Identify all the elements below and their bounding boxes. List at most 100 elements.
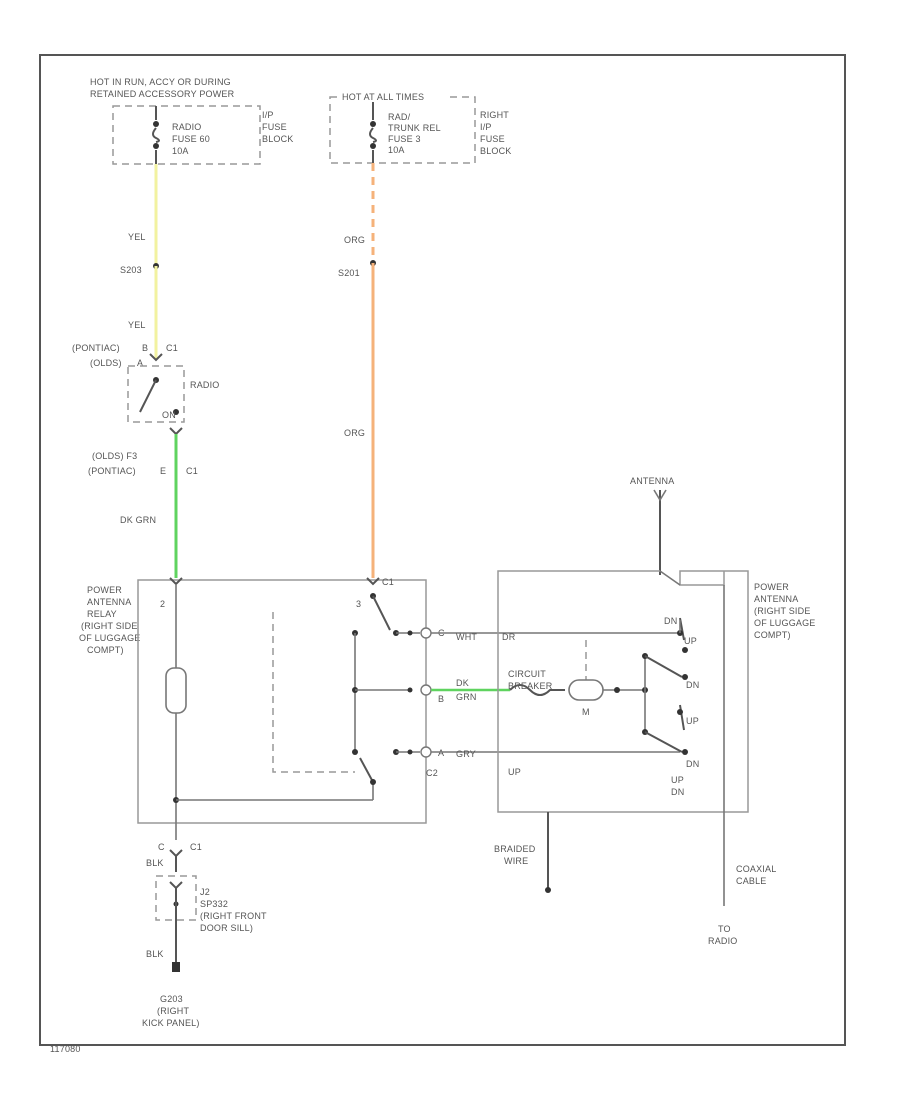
- lower-limit-blade: [644, 731, 683, 753]
- radio-switch-blade: [139, 379, 157, 413]
- motor-title-4: OF LUGGAGE: [754, 618, 816, 628]
- radio-connector-c1-lower: C1: [186, 466, 198, 476]
- connector-arrow-bottom: [169, 427, 183, 436]
- pin-b-terminal: [420, 684, 432, 696]
- up-dn-label-1: UP: [671, 775, 684, 785]
- ground-wire-label-2: BLK: [146, 949, 164, 959]
- dn-switch-contact: [679, 704, 685, 731]
- braided-label-1: BRAIDED: [494, 844, 536, 854]
- pin-c-terminal: [420, 627, 432, 639]
- ground-id: G203: [160, 994, 183, 1004]
- footer-code: 117080: [50, 1044, 81, 1054]
- switch-dn-1: DN: [664, 616, 677, 626]
- relay-pin-b: B: [438, 694, 444, 704]
- up-dn-label-2: DN: [671, 787, 684, 797]
- ground-connector-j2: J2: [200, 887, 210, 897]
- diagram-frame: [39, 54, 846, 1046]
- right-block-label-4: BLOCK: [480, 146, 512, 156]
- left-fuse-element: [152, 106, 160, 164]
- ground-wire-label-1: BLK: [146, 858, 164, 868]
- motor-label: M: [582, 707, 590, 717]
- right-fuse-header-bg: [338, 92, 450, 102]
- left-fuse-block: HOT IN RUN, ACCY OR DURING RETAINED ACCE…: [90, 77, 294, 165]
- yellow-wire-label-1: YEL: [128, 232, 146, 242]
- up-wire-label: UP: [508, 767, 521, 777]
- relay-coil: [165, 667, 187, 714]
- motor-title-3: (RIGHT SIDE: [754, 606, 811, 616]
- motor-body: [568, 679, 604, 701]
- limit-contact-3: [682, 674, 688, 680]
- right-fuse-dot-bottom: [370, 143, 376, 149]
- relay-title-6: COMPT): [87, 645, 124, 655]
- radio-connector-c1: C1: [166, 343, 178, 353]
- motor-title-1: POWER: [754, 582, 789, 592]
- limit-contact-4: [677, 709, 683, 715]
- right-fuse-name-4: 10A: [388, 145, 405, 155]
- braided-label-2: WIRE: [504, 856, 528, 866]
- upper-limit-blade: [644, 655, 683, 678]
- pontiac-pin-2: E: [160, 466, 166, 476]
- relay-in-arrow-right: [366, 577, 380, 586]
- upper-switch-blade: [372, 595, 391, 631]
- relay-connector-c2: C2: [426, 768, 438, 778]
- motor-title-2: ANTENNA: [754, 594, 798, 604]
- limit-contact-5: [682, 749, 688, 755]
- splice-s203-label: S203: [120, 265, 142, 275]
- right-feed-circuit: ORG S201 ORG: [338, 163, 376, 578]
- ground-connector-box: [155, 875, 197, 921]
- relay-title-1: POWER: [87, 585, 122, 595]
- left-block-label-2: FUSE: [262, 122, 287, 132]
- relay-pin-bottom-c: C: [158, 842, 165, 852]
- radio-label: RADIO: [190, 380, 220, 390]
- ground-connector-arrow: [169, 881, 183, 890]
- ground-location-1: (RIGHT FRONT: [200, 911, 267, 921]
- pontiac-label-2: (PONTIAC): [88, 466, 136, 476]
- right-fuse-header: HOT AT ALL TIMES: [342, 92, 424, 102]
- oldsmobile-pin: A: [137, 358, 143, 368]
- relay-out-arrow: [169, 849, 183, 858]
- relay-pin-3: 3: [356, 599, 361, 609]
- pin-c-dot: [407, 630, 413, 636]
- radio-on-label: ON: [162, 410, 176, 420]
- ground-circuit: BLK J2 SP332 (RIGHT FRONT DOOR SILL) BLK…: [142, 856, 267, 1028]
- circuit-breaker-label-2: BREAKER: [508, 681, 553, 691]
- yellow-wire-label-2: YEL: [128, 320, 146, 330]
- antenna-label: ANTENNA: [630, 476, 674, 486]
- left-fuse-header-1: HOT IN RUN, ACCY OR DURING: [90, 77, 231, 87]
- circuit-breaker-label-1: CIRCUIT: [508, 669, 546, 679]
- splice-s201-label: S201: [338, 268, 360, 278]
- relay-title-2: ANTENNA: [87, 597, 131, 607]
- left-fuse-header-2: RETAINED ACCESSORY POWER: [90, 89, 235, 99]
- switch-up-2: UP: [686, 716, 699, 726]
- radio-switch-dot-bottom: [173, 409, 179, 415]
- relay-in-arrow-left: [169, 577, 183, 586]
- orange-wire-label-1: ORG: [344, 235, 365, 245]
- pin-a-dot: [407, 749, 413, 755]
- left-fuse-dot-bottom: [153, 143, 159, 149]
- radio-switch-box: [127, 365, 185, 423]
- connector-arrow-top: [149, 353, 163, 362]
- ground-location-2: DOOR SILL): [200, 923, 253, 933]
- left-block-label-3: BLOCK: [262, 134, 294, 144]
- power-antenna-relay: POWER ANTENNA RELAY (RIGHT SIDE OF LUGGA…: [79, 577, 445, 858]
- relay-box: [137, 579, 427, 824]
- switch-dn-2: DN: [686, 680, 699, 690]
- olds-pin-2: (OLDS) F3: [92, 451, 137, 461]
- circuit-breaker: [509, 684, 565, 696]
- lower-switch-blade: [359, 757, 374, 783]
- dk-grn-label-2: GRN: [456, 692, 477, 702]
- motor-out-dot: [614, 687, 620, 693]
- left-fuse-name-1: RADIO: [172, 122, 202, 132]
- pontiac-label: (PONTIAC): [72, 343, 120, 353]
- relay-pin-a: A: [438, 748, 444, 758]
- right-block-label-1: RIGHT: [480, 110, 509, 120]
- left-block-label-1: I/P: [262, 110, 274, 120]
- orange-wire-label-2: ORG: [344, 428, 365, 438]
- right-fuse-name-3: FUSE 3: [388, 134, 421, 144]
- pontiac-pin: B: [142, 343, 148, 353]
- wht-wire-label: WHT: [456, 632, 477, 642]
- switch-dn-3: DN: [686, 759, 699, 769]
- pin-a-terminal: [420, 746, 432, 758]
- right-fuse-name-1: RAD/: [388, 112, 411, 122]
- right-fuse-name-2: TRUNK REL: [388, 123, 441, 133]
